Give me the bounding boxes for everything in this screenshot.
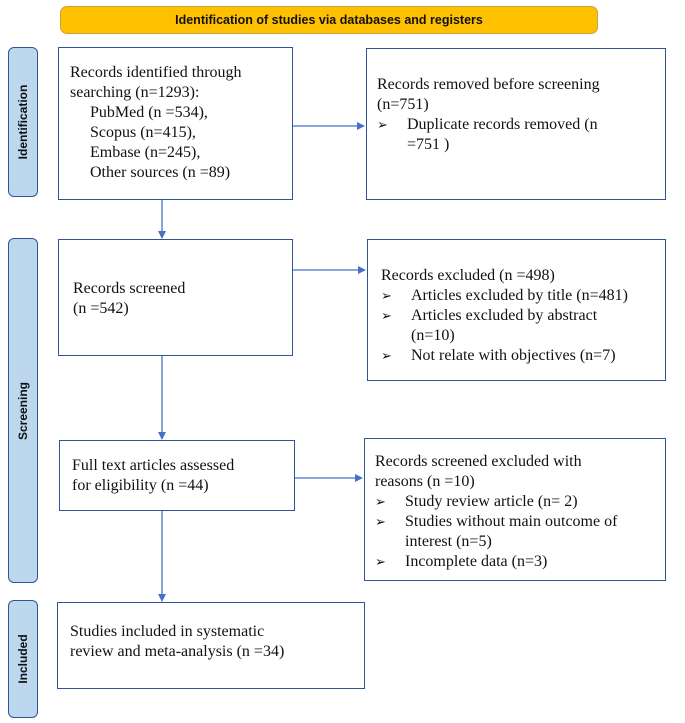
fulltext-excluded-box: Records screened excluded with reasons (… [364, 438, 666, 581]
source-pubmed: PubMed (n =534), [90, 104, 208, 121]
fulltext-line-1: Full text articles assessed [72, 457, 235, 474]
phase-screening: Screening [8, 238, 38, 583]
removed-line-2: (n=751) [377, 96, 429, 113]
records-screened-box: Records screened (n =542) [58, 239, 293, 356]
included-line-2: review and meta-analysis (n =34) [70, 643, 285, 660]
fulltext-excluded-item-2-text: Studies without main outcome of [405, 513, 618, 530]
fulltext-excluded-item-2-cont: interest (n=5) [405, 533, 492, 550]
bullet-arrow-icon: ➢ [375, 554, 386, 569]
studies-included-box: Studies included in systematic review an… [57, 602, 365, 689]
excluded-item-2: ➢ Articles excluded by abstract [381, 306, 665, 326]
fulltext-excluded-item-3: ➢ Incomplete data (n=3) [375, 552, 665, 572]
bullet-arrow-icon: ➢ [377, 117, 388, 132]
fulltext-excluded-line-2: reasons (n =10) [375, 473, 475, 490]
records-removed-box: Records removed before screening (n=751)… [366, 48, 666, 200]
removed-line-1: Records removed before screening [377, 76, 600, 93]
records-excluded-box: Records excluded (n =498) ➢ Articles exc… [367, 239, 666, 381]
screened-line-2: (n =542) [73, 300, 129, 317]
identified-line-2: searching (n=1293): [70, 84, 200, 101]
included-line-1: Studies included in systematic [70, 623, 265, 640]
source-embase: Embase (n=245), [90, 144, 201, 161]
header-banner: Identification of studies via databases … [60, 6, 598, 34]
fulltext-excluded-line-1: Records screened excluded with [375, 453, 582, 470]
source-other: Other sources (n =89) [90, 164, 231, 181]
records-identified-box: Records identified through searching (n=… [58, 47, 293, 200]
excluded-item-2-cont: (n=10) [411, 327, 455, 344]
fulltext-excluded-item-3-text: Incomplete data (n=3) [405, 553, 548, 570]
removed-bullet-text: Duplicate records removed (n [407, 116, 598, 133]
phase-identification: Identification [8, 47, 38, 197]
fulltext-excluded-item-1-text: Study review article (n= 2) [405, 493, 578, 510]
identified-line-1: Records identified through [70, 64, 242, 81]
excluded-item-1-text: Articles excluded by title (n=481) [411, 287, 628, 304]
header-title: Identification of studies via databases … [175, 13, 483, 27]
excluded-item-3: ➢ Not relate with objectives (n=7) [381, 346, 665, 366]
excluded-item-2-text: Articles excluded by abstract [411, 307, 598, 324]
removed-bullet: ➢ Duplicate records removed (n [377, 115, 665, 135]
excluded-item-1: ➢ Articles excluded by title (n=481) [381, 286, 665, 306]
fulltext-excluded-item-1: ➢ Study review article (n= 2) [375, 492, 665, 512]
bullet-arrow-icon: ➢ [375, 494, 386, 509]
excluded-title: Records excluded (n =498) [381, 267, 555, 284]
fulltext-excluded-item-2: ➢ Studies without main outcome of [375, 512, 665, 532]
fulltext-line-2: for eligibility (n =44) [72, 477, 209, 494]
bullet-arrow-icon: ➢ [375, 514, 386, 529]
screened-line-1: Records screened [73, 280, 186, 297]
bullet-arrow-icon: ➢ [381, 308, 392, 323]
removed-bullet-cont: =751 ) [407, 136, 450, 153]
phase-included: Included [8, 600, 38, 718]
bullet-arrow-icon: ➢ [381, 348, 392, 363]
fulltext-assessed-box: Full text articles assessed for eligibil… [59, 440, 295, 511]
bullet-arrow-icon: ➢ [381, 288, 392, 303]
source-scopus: Scopus (n=415), [90, 124, 196, 141]
excluded-item-3-text: Not relate with objectives (n=7) [411, 347, 616, 364]
